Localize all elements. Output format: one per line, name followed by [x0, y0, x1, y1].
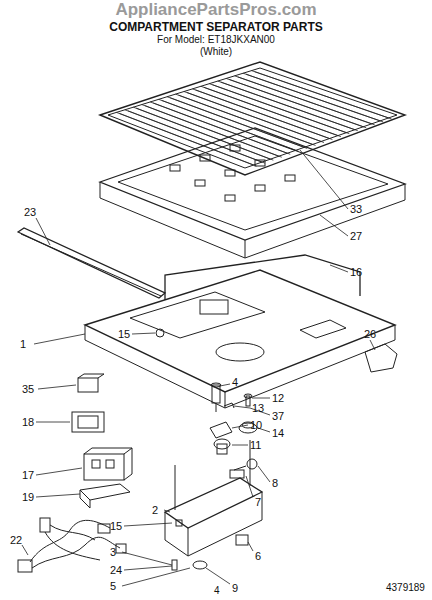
separator-plate: [85, 270, 395, 408]
callout-number: 37: [272, 410, 284, 422]
rack-bar: [238, 77, 375, 125]
page-number: 4: [214, 585, 220, 597]
callout-number: 7: [255, 496, 261, 508]
callout-number: 17: [22, 469, 34, 481]
callout-number: 10: [250, 419, 262, 431]
callout-number: 18: [22, 416, 34, 428]
callout-number: 22: [10, 534, 22, 546]
callout-number: 27: [350, 230, 362, 242]
diagram-title: COMPARTMENT SEPARATOR PARTS: [109, 20, 323, 34]
callout-number: 23: [24, 206, 36, 218]
callout-number: 19: [22, 491, 34, 503]
controls-left: [72, 374, 132, 508]
callout-number: 26: [364, 328, 376, 340]
color-note: (White): [200, 46, 232, 58]
callout-number: 12: [272, 392, 284, 404]
control-housing: [165, 440, 262, 570]
callout-number: 6: [255, 550, 261, 562]
model-note: For Model: ET18JKXAN00: [157, 34, 275, 46]
thermostat-parts: [210, 383, 257, 478]
callout-number: 4: [232, 376, 238, 388]
gasket: [365, 344, 397, 372]
wire-loop: [165, 255, 360, 300]
callout-number: 15: [110, 520, 122, 532]
callout-number: 11: [250, 439, 261, 451]
rack-bar: [246, 74, 383, 122]
drawing-number: 4379189: [386, 582, 425, 594]
callout-number: 14: [272, 427, 284, 439]
callout-number: 8: [272, 477, 278, 489]
watermark: AppliancePartsPros.com: [115, 0, 316, 20]
callout-number: 33: [350, 203, 362, 215]
callout-number: 1: [20, 338, 26, 350]
leader-lines: [22, 150, 375, 586]
callout-number: 9: [232, 582, 238, 594]
callout-number: 16: [350, 266, 362, 278]
callout-number: 35: [22, 383, 34, 395]
callout-number: 15: [118, 328, 130, 340]
callout-number: 2: [152, 504, 158, 516]
callout-number: 24: [110, 564, 122, 576]
tray: [100, 128, 405, 258]
callout-number: 13: [252, 402, 264, 414]
callout-number: 3: [110, 546, 116, 558]
rack-bar: [255, 72, 392, 119]
strip: [18, 228, 165, 298]
callout-number: 5: [110, 580, 116, 592]
shelf-rack: [100, 62, 405, 175]
wire-harness: [18, 518, 126, 572]
